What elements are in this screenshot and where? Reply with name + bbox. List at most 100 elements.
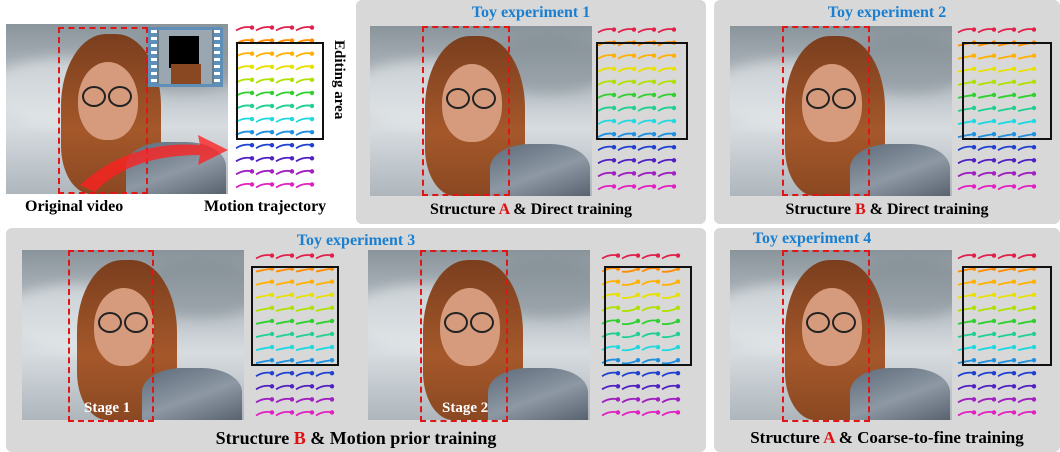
trajectory-segment [295,254,313,260]
trajectory-point [1031,292,1037,297]
trajectory-point [991,384,997,389]
trajectory-point [671,27,677,32]
trajectory-point [655,331,661,337]
trajectory-point [671,158,677,163]
trajectory-segment [255,397,273,404]
trajectory-point [631,145,637,150]
trajectory-point [1011,118,1017,124]
trajectory-segment [1017,145,1035,152]
trajectory-point [991,118,997,124]
trajectory-segment [315,384,333,391]
trajectory-point [651,79,657,85]
trajectory-point [1031,145,1037,150]
trajectory-point [675,253,681,258]
trajectory-point [615,371,621,376]
trajectory-segment [641,410,659,417]
trajectory-point [1011,92,1017,98]
trajectory-segment [621,254,639,260]
trajectory-point [971,92,977,98]
trajectory-point [1031,92,1037,98]
trajectory-segment [275,156,293,163]
trajectory-point [1031,318,1037,324]
trajectory-point [1031,357,1037,363]
trajectory-segment [977,171,995,178]
trajectory-point [1031,27,1037,32]
trajectory-segment [977,184,995,191]
trajectory-segment [997,158,1015,165]
trajectory-segment [1017,371,1035,378]
trajectory-point [631,27,637,32]
trajectory-point [269,143,275,148]
trajectory-point [329,292,335,297]
trajectory-point [1031,79,1037,85]
trajectory-segment [657,28,675,34]
trajectory-point [289,51,295,56]
edit-region-box [422,26,510,196]
trajectory-point [309,292,315,297]
trajectory-point [1011,145,1017,150]
trajectory-field-3a [255,253,335,417]
trajectory-segment [957,28,975,34]
trajectory-point [289,397,295,402]
trajectory-segment [275,254,293,260]
experiment-3-stage-1-frame [22,250,244,420]
trajectory-point [971,158,977,163]
trajectory-point [971,184,977,189]
trajectory-segment [295,384,313,391]
trajectory-point [991,53,997,58]
trajectory-point [269,371,275,376]
trajectory-segment [255,254,273,260]
trajectory-point [971,145,977,150]
trajectory-point [269,279,275,284]
trajectory-point [971,318,977,324]
toy-experiment-3-title: Toy experiment 3 [296,232,416,249]
trajectory-point [671,171,677,176]
trajectory-segment [641,254,659,260]
trajectory-point [631,92,637,98]
trajectory-point [991,253,997,258]
trajectory-point [1011,344,1017,350]
trajectory-segment [997,397,1015,404]
trajectory-point [971,171,977,176]
trajectory-point [991,158,997,163]
trajectory-segment [977,28,995,34]
trajectory-point [269,253,275,258]
trajectory-point [971,410,977,415]
trajectory-segment [621,410,639,417]
trajectory-point [671,145,677,150]
trajectory-point [269,25,275,30]
trajectory-point [655,384,661,389]
trajectory-point [269,397,275,402]
trajectory-segment [957,145,975,152]
trajectory-point [651,92,657,98]
video-thumbnail [148,27,223,87]
trajectory-point [269,357,275,363]
editing-area-box [962,42,1052,140]
trajectory-segment [997,145,1015,152]
trajectory-point [611,66,617,71]
edit-region-box [68,250,154,422]
trajectory-point [991,171,997,176]
trajectory-segment [997,371,1015,378]
trajectory-point [289,169,295,174]
trajectory-point [655,318,661,324]
trajectory-point [635,357,641,363]
stage-2-label: Stage 2 [442,400,489,416]
trajectory-field-2 [957,27,1037,191]
trajectory-point [309,331,315,337]
trajectory-point [991,318,997,324]
trajectory-point [655,344,661,350]
trajectory-segment [637,145,655,152]
toy-experiment-1-caption: Structure A & Direct training [429,201,633,218]
trajectory-point [651,184,657,189]
trajectory-point [1031,118,1037,124]
trajectory-point [1031,66,1037,71]
trajectory-segment [295,143,313,150]
experiment-3-stage-2-frame [368,250,590,420]
trajectory-point [611,158,617,163]
trajectory-point [991,305,997,311]
trajectory-point [1031,253,1037,258]
trajectory-point [269,305,275,311]
trajectory-point [309,77,315,83]
toy-experiment-1-title: Toy experiment 1 [471,4,591,21]
